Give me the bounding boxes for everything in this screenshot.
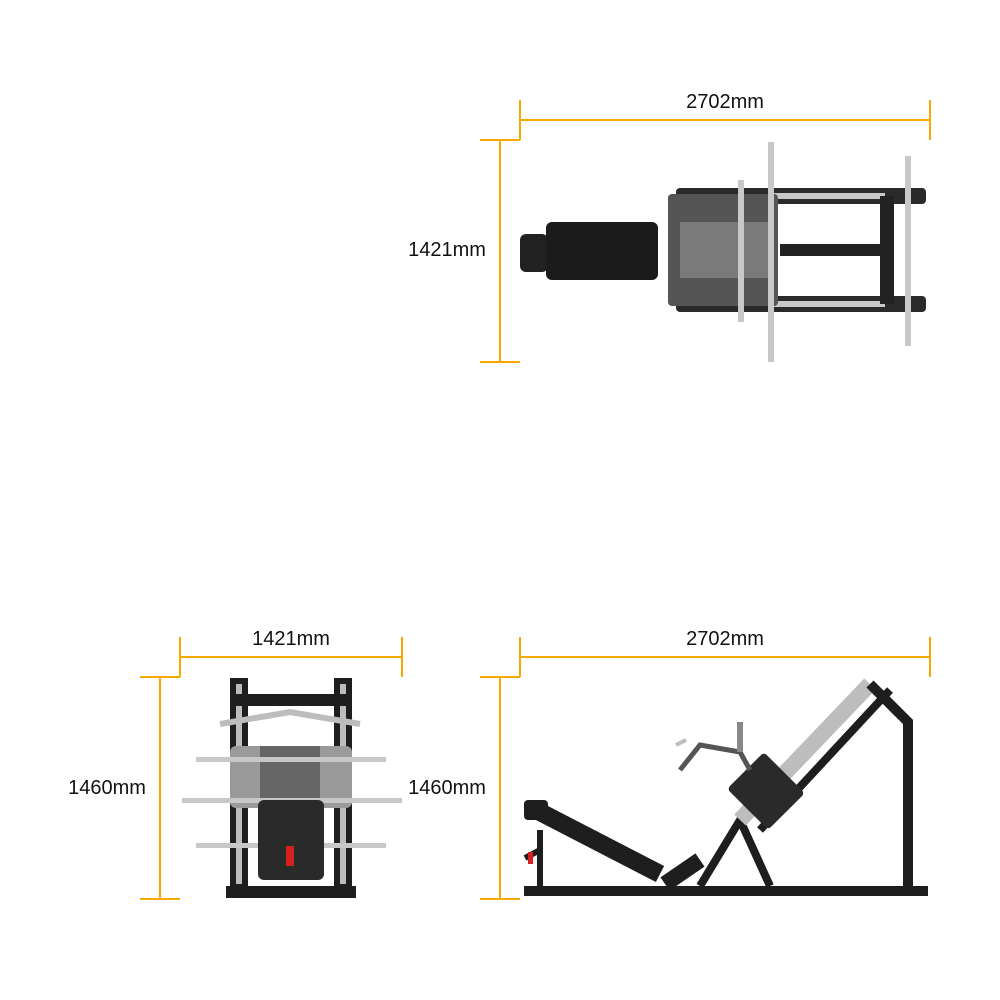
- front-view: 1421mm 1460mm: [68, 628, 403, 900]
- side-view-height-dimension: 1460mm: [408, 676, 520, 900]
- top-view-depth-label: 1421mm: [408, 239, 486, 261]
- front-view-width-label: 1421mm: [252, 628, 330, 650]
- front-view-height-dimension: 1460mm: [68, 676, 180, 900]
- top-view-depth-dimension: 1421mm: [408, 139, 520, 363]
- top-view: 2702mm 1421mm: [408, 91, 931, 363]
- front-view-width-dimension: 1421mm: [179, 628, 403, 677]
- top-view-machine: [520, 142, 926, 362]
- front-view-height-label: 1460mm: [68, 777, 146, 799]
- side-view-height-label: 1460mm: [408, 777, 486, 799]
- side-view-machine: [523, 678, 928, 896]
- side-view-length-label: 2702mm: [686, 628, 764, 650]
- top-view-width-dimension: 2702mm: [519, 91, 931, 140]
- front-view-machine: [182, 678, 402, 898]
- side-view-length-dimension: 2702mm: [519, 628, 931, 677]
- top-view-width-label: 2702mm: [686, 91, 764, 113]
- side-view: 2702mm 1460mm: [408, 628, 931, 900]
